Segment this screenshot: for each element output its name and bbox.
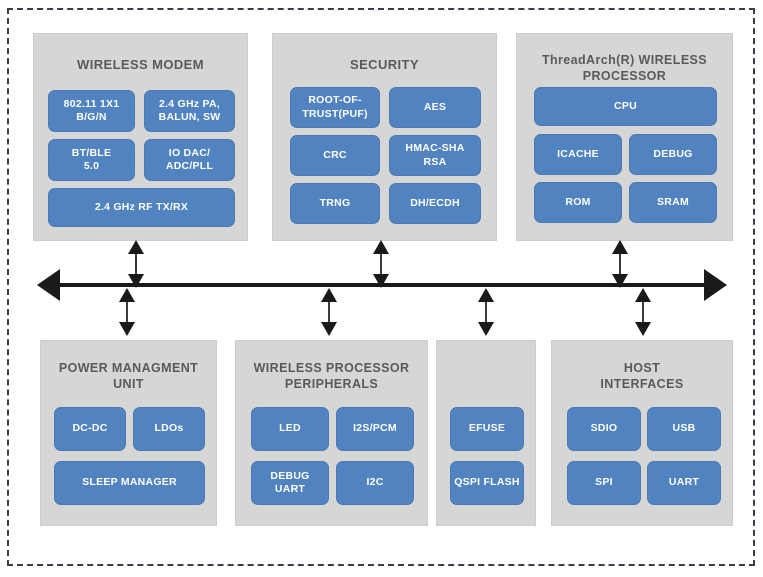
block-root-of-trust-puf: ROOT-OF-TRUST(PUF)	[290, 87, 380, 128]
block-uart: UART	[647, 461, 721, 505]
block-sdio: SDIO	[567, 407, 641, 451]
block-usb: USB	[647, 407, 721, 451]
connector-bus-to-memory	[478, 288, 494, 336]
block-i2c: I2C	[336, 461, 414, 505]
block-i2s-pcm: I2S/PCM	[336, 407, 414, 451]
block-2-4ghz-pa-balun-sw: 2.4 GHz PA,BALUN, SW	[144, 90, 235, 132]
block-dc-dc: DC-DC	[54, 407, 126, 451]
block-dh-ecdh: DH/ECDH	[389, 183, 481, 224]
panel-title-wireless-modem: WIRELESS MODEM	[77, 57, 204, 72]
block-crc: CRC	[290, 135, 380, 176]
block-cpu: CPU	[534, 87, 717, 126]
connector-bus-to-power-management-unit	[119, 288, 135, 336]
connector-bus-to-wireless-modem	[128, 240, 144, 288]
block-2-4ghz-rf-tx-rx: 2.4 GHz RF TX/RX	[48, 188, 235, 227]
panel-security: SECURITY ROOT-OF-TRUST(PUF) AES CRC HMAC…	[272, 33, 497, 241]
block-efuse: EFUSE	[450, 407, 524, 451]
block-sram: SRAM	[629, 182, 717, 223]
block-icache: ICACHE	[534, 134, 622, 175]
block-io-dac-adc-pll: IO DAC/ADC/PLL	[144, 139, 235, 181]
panel-memory: EFUSE QSPI FLASH	[436, 340, 536, 526]
block-sleep-manager: SLEEP MANAGER	[54, 461, 205, 505]
block-led: LED	[251, 407, 329, 451]
block-ldos: LDOs	[133, 407, 205, 451]
block-aes: AES	[389, 87, 481, 128]
block-qspi-flash: QSPI FLASH	[450, 461, 524, 505]
system-interconnect-bus	[37, 269, 727, 301]
connector-bus-to-wireless-processor-peripherals	[321, 288, 337, 336]
block-spi: SPI	[567, 461, 641, 505]
block-debug: DEBUG	[629, 134, 717, 175]
block-trng: TRNG	[290, 183, 380, 224]
connector-bus-to-threadarch-wireless-processor	[612, 240, 628, 288]
connector-bus-to-security	[373, 240, 389, 288]
panel-title-security: SECURITY	[350, 57, 419, 72]
block-rom: ROM	[534, 182, 622, 223]
connector-bus-to-host-interfaces	[635, 288, 651, 336]
